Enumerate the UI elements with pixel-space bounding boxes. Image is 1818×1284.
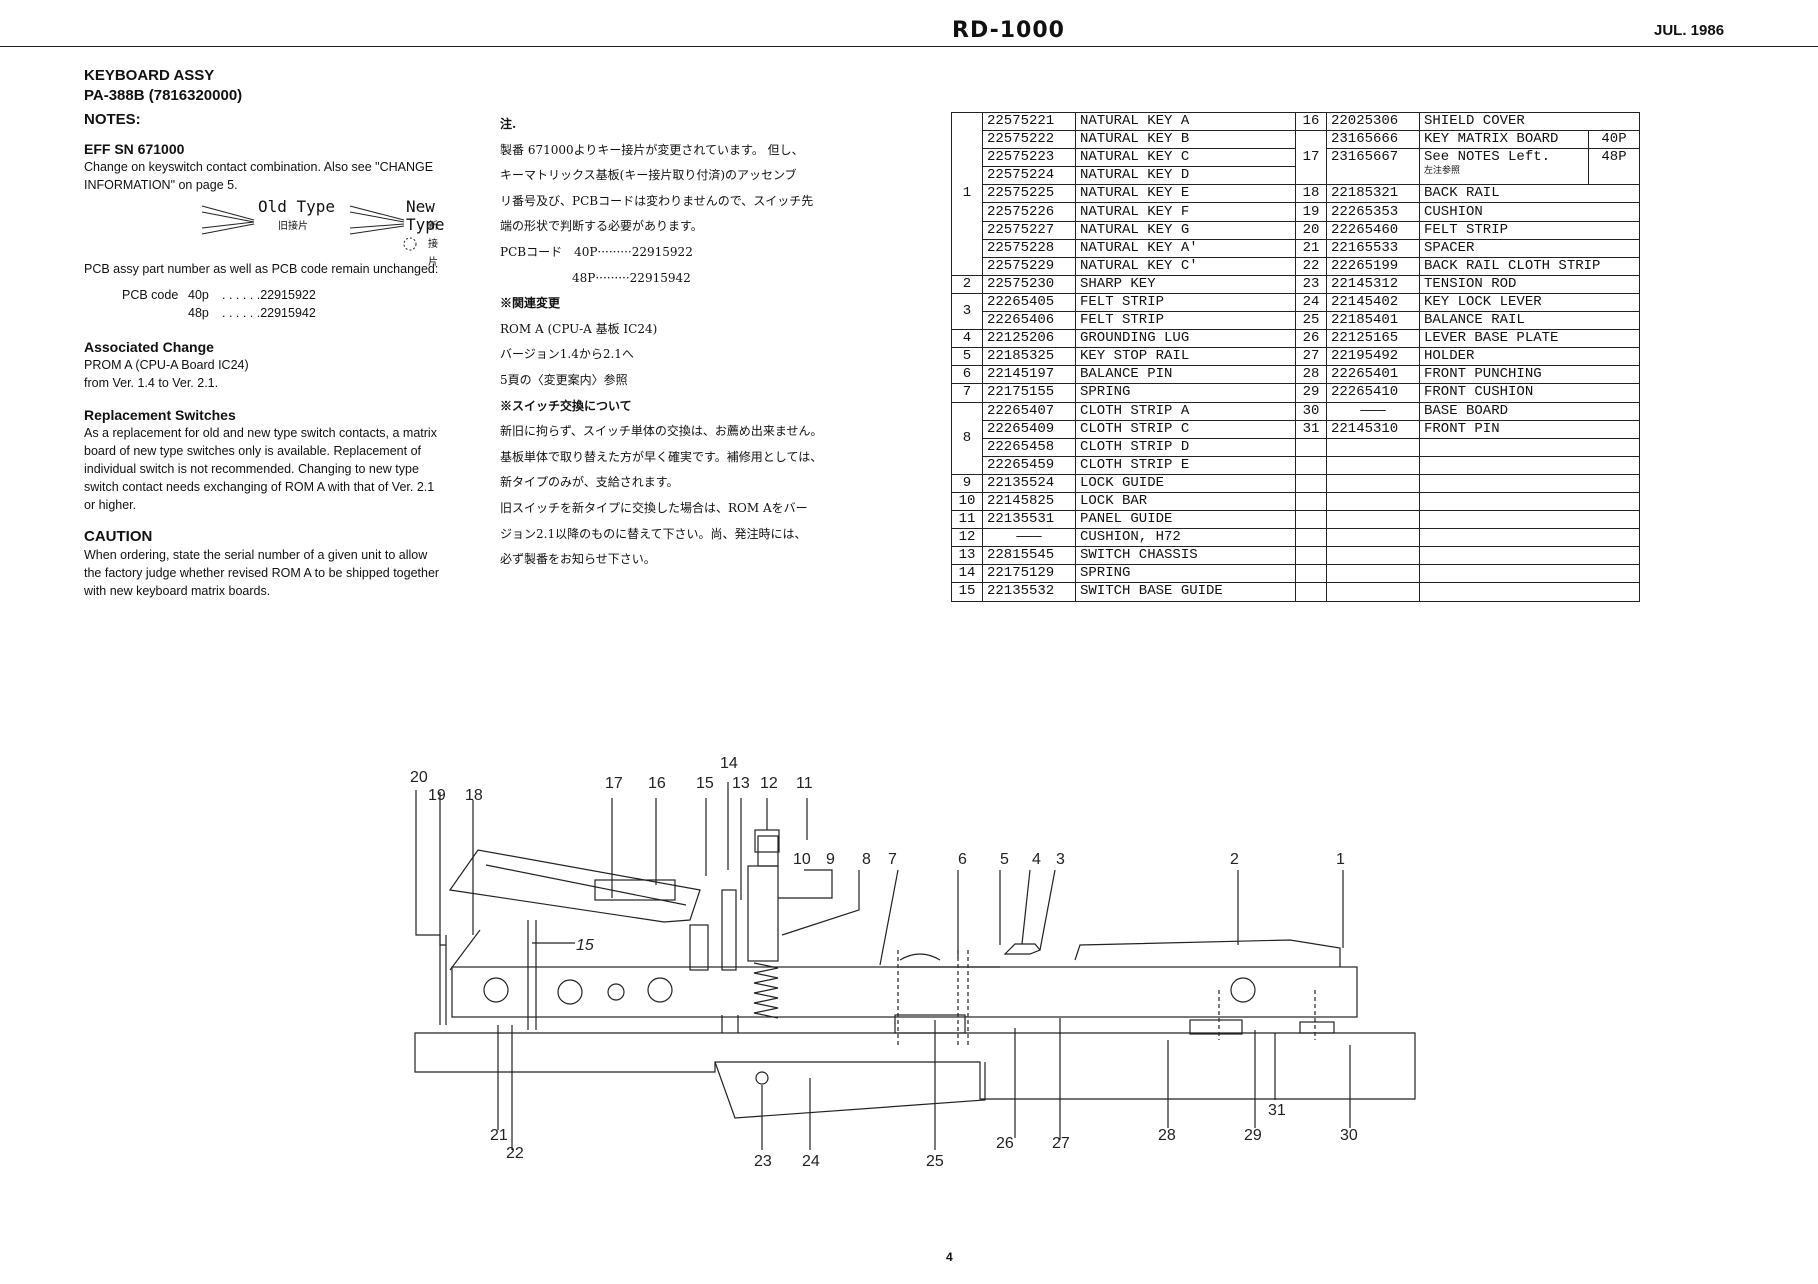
table-row: 22575224 NATURAL KEY D: [952, 166, 1640, 186]
eff-text: Change on keyswitch contact combination.…: [84, 160, 434, 192]
callout-label: 28: [1158, 1127, 1176, 1144]
table-row: 22265406 FELT STRIP 25 22185401 BALANCE …: [952, 311, 1640, 331]
table-row: 5 22185325 KEY STOP RAIL 27 22195492 HOL…: [951, 347, 1640, 367]
table-row: 1 22575221 NATURAL KEY A 16 22025306 SHI…: [951, 111, 1640, 276]
table-row: 22575223 NATURAL KEY C 23165667 See NOTE…: [952, 148, 1640, 186]
callout-label: 17: [605, 775, 623, 792]
diagram-drawing: [414, 782, 1416, 1150]
table-row: 22575227 NATURAL KEY G 20 22265460 FELT …: [952, 220, 1640, 240]
callout-label: 16: [648, 775, 666, 792]
callout-label: 4: [1032, 851, 1041, 868]
callout-label: 1: [1336, 851, 1345, 868]
table-row: 22265459 CLOTH STRIP E: [952, 455, 1640, 475]
table-row: 22575222 NATURAL KEY B 17 23165666 KEY M…: [952, 130, 1640, 186]
table-row: 8 22265407 CLOTH STRIP A 30 ——— BASE BOA…: [951, 401, 1640, 475]
callout-label: 18: [465, 787, 483, 804]
table-row: 14 22175129 SPRING: [951, 564, 1640, 584]
caution-heading: CAUTION: [84, 528, 153, 545]
doc-title: RD-1000: [952, 18, 1065, 43]
callout-label: 10: [793, 851, 811, 868]
repl-heading: Replacement Switches: [84, 407, 236, 423]
table-row: 22575225 NATURAL KEY E 18 22185321 BACK …: [952, 184, 1640, 204]
assoc-heading: Associated Change: [84, 339, 214, 355]
callout-label: 15: [696, 775, 714, 792]
callout-label: 22: [506, 1145, 524, 1162]
callout-label: 11: [796, 775, 813, 792]
callout-label: 9: [826, 851, 835, 868]
callout-label: 31: [1268, 1102, 1286, 1119]
header-rule: [0, 46, 1818, 47]
callout-label: 21: [490, 1127, 508, 1144]
table-row: 7 22175155 SPRING 29 22265410 FRONT CUSH…: [951, 383, 1640, 403]
callout-label: 7: [888, 851, 897, 868]
pcb-code-48: 48p . . . . . .22915942: [188, 306, 316, 320]
callout-label: 20: [410, 769, 428, 786]
callout-label: 30: [1340, 1127, 1358, 1144]
notes-label: NOTES:: [84, 111, 141, 128]
contact-shape-icon: [201, 205, 417, 251]
table-row: 12 ——— CUSHION, H72: [951, 528, 1640, 548]
table-row: 22575226 NATURAL KEY F 19 22265353 CUSHI…: [952, 202, 1640, 222]
eff-heading: EFF SN 671000: [84, 141, 185, 157]
callout-label: 25: [926, 1153, 944, 1170]
callout-label: 5: [1000, 851, 1009, 868]
pcb-code-40: PCB code 40p . . . . . .22915922: [122, 288, 316, 302]
table-row: 9 22135524 LOCK GUIDE: [951, 473, 1640, 493]
doc-date: JUL. 1986: [1654, 22, 1725, 39]
pcb-text: PCB assy part number as well as PCB code…: [84, 262, 439, 276]
table-row: 11 22135531 PANEL GUIDE: [951, 510, 1640, 530]
notes-english: KEYBOARD ASSY PA-388B (7816320000) NOTES…: [84, 66, 445, 600]
callout-label: 24: [802, 1153, 820, 1170]
caution-text: When ordering, state the serial number o…: [84, 548, 440, 598]
notes-japanese: 注. 製番 671000よりキー接片が変更されています。 但し、 キーマトリック…: [500, 117, 823, 567]
old-type-label: Old Type: [258, 197, 336, 216]
callout-label: 26: [996, 1135, 1014, 1152]
callout-label: 29: [1244, 1127, 1262, 1144]
callout-label: 2: [1230, 851, 1239, 868]
old-type-jp: 旧接片: [278, 221, 308, 232]
callout-label: 27: [1052, 1135, 1070, 1152]
table-row: 22575228 NATURAL KEY A' 21 22165533 SPAC…: [952, 238, 1640, 258]
callout-label: 15: [576, 937, 594, 954]
assy-part-number: PA-388B (7816320000): [84, 87, 243, 104]
callout-label: 8: [862, 851, 871, 868]
new-type-jp: 新接片: [428, 221, 438, 268]
table-row: 22265409 CLOTH STRIP C 31 22145310 FRONT…: [952, 419, 1640, 439]
diagram-labels: 20 19 18 17 16 15 14 13 12 11 10 9 8 7 6…: [410, 755, 1358, 1170]
note-jp: 左注参照: [1424, 166, 1461, 177]
table-row: 22265458 CLOTH STRIP D: [952, 437, 1640, 457]
page-number: 4: [946, 1250, 953, 1264]
callout-label: 19: [428, 787, 446, 804]
callout-label: 23: [754, 1153, 772, 1170]
table-row: 22575229 NATURAL KEY C' 22 22265199 BACK…: [952, 256, 1640, 276]
assy-heading: KEYBOARD ASSY: [84, 67, 215, 84]
callout-label: 3: [1056, 851, 1065, 868]
pcb-code-label: PCB code: [122, 288, 179, 302]
parts-list-table: 1 22575221 NATURAL KEY A 16 22025306 SHI…: [951, 111, 1640, 602]
callout-label: 6: [958, 851, 967, 868]
callout-label: 13: [732, 775, 750, 792]
contact-type-illustration: Old Type 旧接片 New Type 新接片: [84, 197, 445, 268]
table-row: 13 22815545 SWITCH CHASSIS: [951, 546, 1640, 566]
repl-text: As a replacement for old and new type sw…: [84, 426, 437, 512]
callout-label: 12: [760, 775, 778, 792]
new-type-label: New Type: [406, 197, 445, 234]
callout-label: 14: [720, 755, 738, 772]
table-row: 15 22135532 SWITCH BASE GUIDE: [951, 582, 1640, 602]
